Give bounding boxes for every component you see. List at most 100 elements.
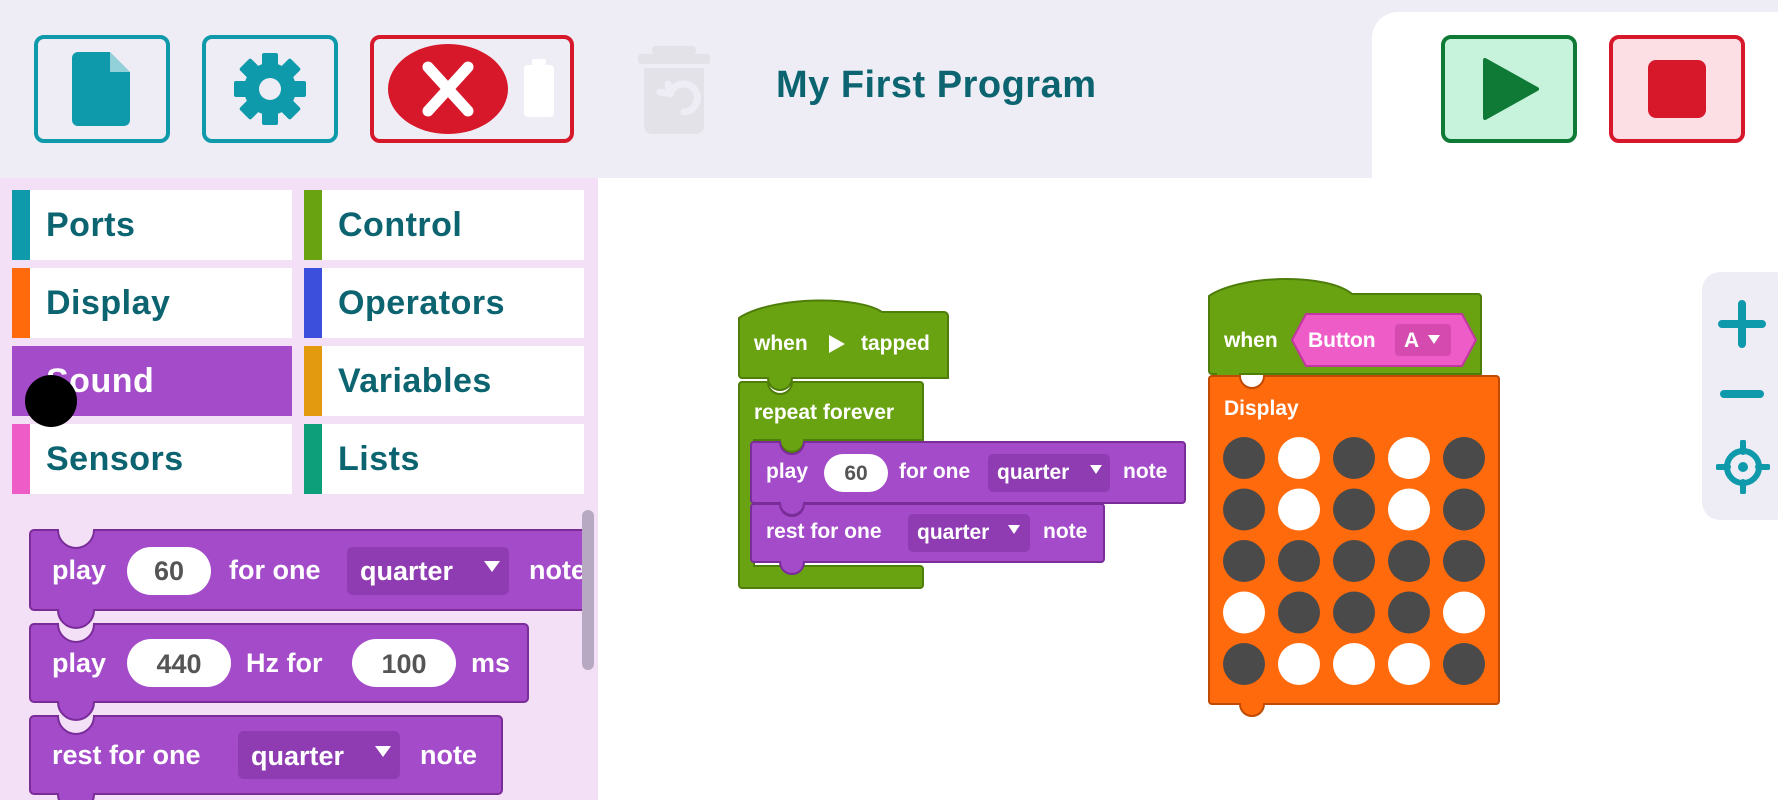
palette-play-note-block[interactable]: play 60 for one quarter note <box>29 529 582 629</box>
led-pixel[interactable] <box>1388 643 1430 685</box>
note-value: 60 <box>154 556 184 586</box>
led-pixel[interactable] <box>1278 643 1320 685</box>
play-note-block[interactable]: play 60 for one quarter note <box>750 441 1186 516</box>
program-title[interactable]: My First Program <box>776 64 1097 106</box>
disconnect-button[interactable] <box>370 35 574 143</box>
led-pixel[interactable] <box>1388 488 1430 531</box>
minus-icon[interactable] <box>1718 374 1766 414</box>
display-block[interactable]: Display <box>1208 375 1500 717</box>
led-pixel[interactable] <box>1443 643 1485 685</box>
frequency-input[interactable] <box>127 639 231 687</box>
button-value: A <box>1404 329 1419 352</box>
block-text: note <box>420 740 477 770</box>
duration-dropdown[interactable] <box>238 731 400 779</box>
led-matrix[interactable] <box>1223 437 1485 685</box>
repeat-forever-block[interactable]: repeat forever <box>738 381 924 589</box>
led-pixel[interactable] <box>1388 437 1430 479</box>
palette-rest-block[interactable]: rest for one quarter note <box>29 715 503 800</box>
led-pixel[interactable] <box>1278 540 1320 582</box>
frequency-value: 440 <box>156 649 201 679</box>
category-control[interactable]: Control <box>304 190 584 260</box>
led-pixel[interactable] <box>1333 488 1375 531</box>
trash-restore-icon[interactable] <box>638 46 710 134</box>
palette-play-hz-block[interactable]: play 440 Hz for 100 ms <box>29 623 529 721</box>
dropdown-value: quarter <box>997 461 1069 484</box>
category-color <box>304 190 322 260</box>
note-value-input[interactable] <box>824 454 888 492</box>
settings-button[interactable] <box>202 35 338 143</box>
category-variables[interactable]: Variables <box>304 346 584 416</box>
led-pixel[interactable] <box>1333 540 1375 582</box>
led-pixel[interactable] <box>1278 488 1320 531</box>
duration-dropdown[interactable] <box>908 514 1030 552</box>
category-label: Display <box>46 283 171 322</box>
when-button-hat-block[interactable]: when Button A <box>1208 278 1482 387</box>
led-pixel[interactable] <box>1333 643 1375 685</box>
when-tapped-hat-block[interactable]: when tapped <box>738 299 949 391</box>
category-color <box>12 268 30 338</box>
button-dropdown[interactable] <box>1395 324 1451 356</box>
category-operators[interactable]: Operators <box>304 268 584 338</box>
category-sensors[interactable]: Sensors <box>12 424 292 494</box>
dropdown-value: quarter <box>251 741 345 771</box>
note-value: 60 <box>844 462 867 485</box>
block-text: play <box>52 648 106 678</box>
block-text: repeat forever <box>754 401 894 424</box>
led-pixel[interactable] <box>1223 488 1265 531</box>
category-color <box>12 424 30 494</box>
run-button[interactable] <box>1441 35 1577 143</box>
led-pixel[interactable] <box>1443 591 1485 634</box>
led-pixel[interactable] <box>1388 591 1430 634</box>
file-button[interactable] <box>34 35 170 143</box>
led-pixel[interactable] <box>1223 540 1265 582</box>
chevron-down-icon <box>484 561 500 572</box>
block-text: when <box>753 332 808 355</box>
led-pixel[interactable] <box>1333 437 1375 479</box>
category-label: Lists <box>338 439 420 478</box>
block-text: Hz for <box>246 648 323 678</box>
duration-dropdown[interactable] <box>347 547 509 595</box>
block-text: Display <box>1224 397 1299 420</box>
led-pixel[interactable] <box>1333 591 1375 634</box>
category-label: Control <box>338 205 463 244</box>
category-display[interactable]: Display <box>12 268 292 338</box>
led-pixel[interactable] <box>1443 437 1485 479</box>
dropdown-value: quarter <box>917 521 989 544</box>
category-ports[interactable]: Ports <box>12 190 292 260</box>
category-label: Sensors <box>46 439 184 478</box>
category-color <box>304 424 322 494</box>
chevron-down-icon <box>1008 525 1020 534</box>
led-pixel[interactable] <box>1278 437 1320 479</box>
led-pixel[interactable] <box>1223 437 1265 479</box>
script-when-button: when Button A Display <box>1208 278 1500 717</box>
category-label: Operators <box>338 283 505 322</box>
duration-ms-input[interactable] <box>352 639 456 687</box>
led-pixel[interactable] <box>1278 591 1320 634</box>
led-pixel[interactable] <box>1443 488 1485 531</box>
duration-dropdown[interactable] <box>988 454 1110 492</box>
stop-button[interactable] <box>1609 35 1745 143</box>
category-label: Variables <box>338 361 492 400</box>
block-text: tapped <box>861 332 930 355</box>
battery-icon <box>524 59 554 117</box>
block-text: for one <box>899 460 970 483</box>
led-pixel[interactable] <box>1223 591 1265 634</box>
play-icon <box>1483 58 1539 120</box>
category-lists[interactable]: Lists <box>304 424 584 494</box>
rest-block[interactable]: rest for one quarter note <box>750 503 1105 575</box>
palette-scrollbar[interactable] <box>582 510 594 670</box>
note-value-input[interactable] <box>127 547 211 595</box>
script-when-tapped: when tapped repeat forever play 60 for o… <box>738 299 1186 589</box>
chevron-down-icon <box>375 746 391 757</box>
led-pixel[interactable] <box>1388 540 1430 582</box>
category-color <box>12 190 30 260</box>
crosshair-icon[interactable] <box>1716 440 1770 494</box>
stop-icon <box>1648 60 1706 118</box>
led-pixel[interactable] <box>1443 540 1485 582</box>
chevron-down-icon <box>1090 465 1102 474</box>
plus-icon[interactable] <box>1718 300 1766 348</box>
category-color <box>304 346 322 416</box>
led-pixel[interactable] <box>1223 643 1265 685</box>
block-text: note <box>529 555 582 585</box>
block-text: rest for one <box>766 520 882 543</box>
